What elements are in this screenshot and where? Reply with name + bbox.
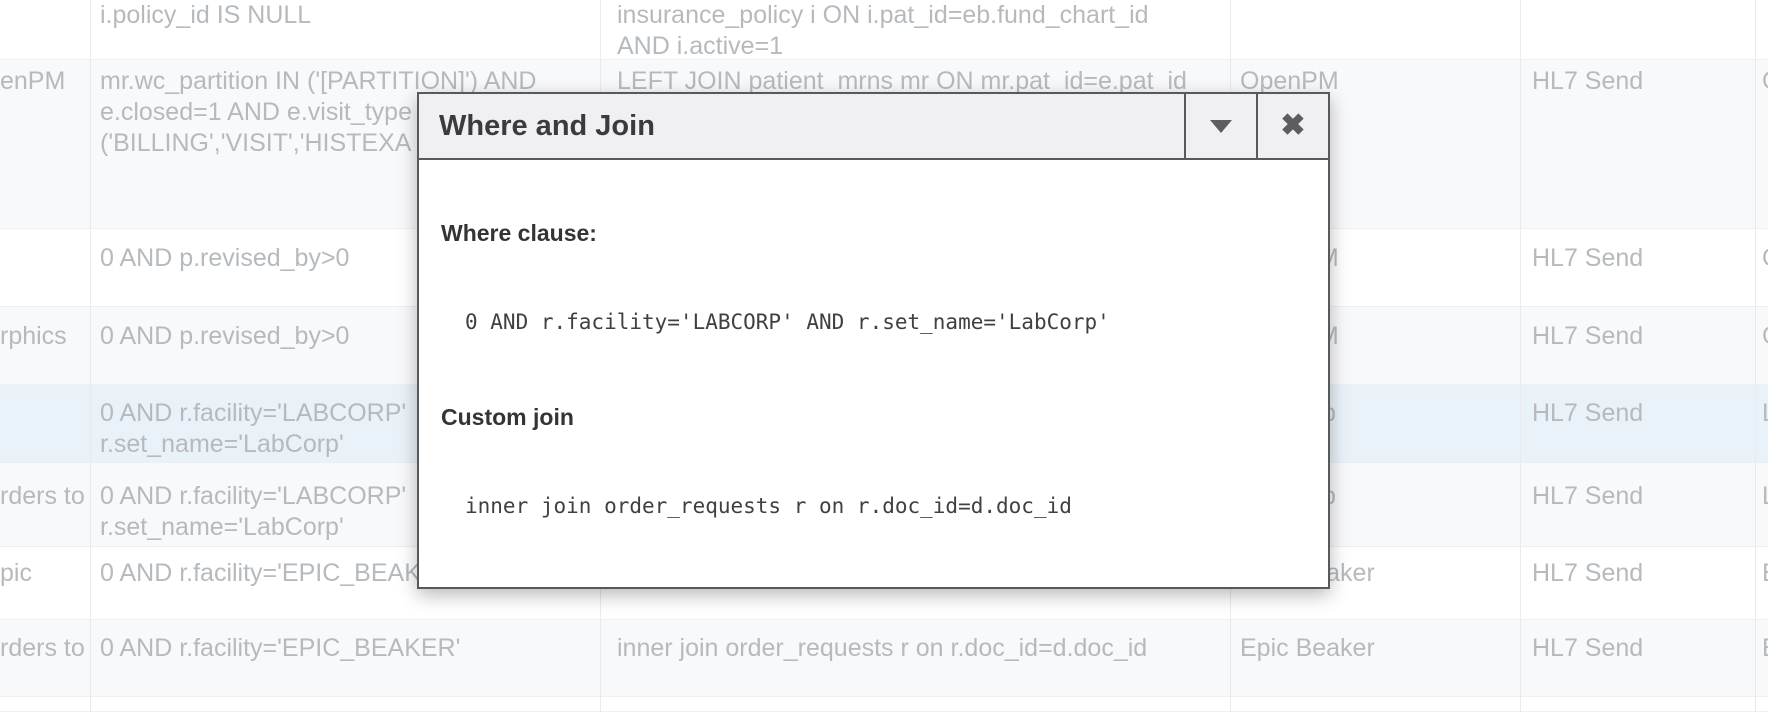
close-icon: ✖: [1280, 109, 1306, 142]
where-cell: 0 AND r.facility='LABCORP' r.set_name='L…: [100, 482, 407, 541]
where-cell: 0 AND p.revised_by>0: [100, 244, 350, 272]
table-row[interactable]: [0, 697, 1768, 712]
join-cell: inner join order_requests r on r.doc_id=…: [617, 634, 1148, 662]
column-divider: [1520, 0, 1521, 712]
vendor-cell: Epic Beaker: [1240, 634, 1375, 662]
edge-cell: E: [1762, 633, 1768, 664]
edge-cell: O: [1762, 321, 1768, 352]
chevron-down-icon: [1210, 119, 1232, 133]
column-divider: [90, 0, 91, 712]
edge-cell: O: [1762, 243, 1768, 274]
custom-join-code: inner join order_requests r on r.doc_id=…: [465, 494, 1072, 518]
join-cell: LEFT JOIN patient_mrns mr ON mr.pat_id=e…: [617, 67, 1187, 95]
row-label-cell: pic: [0, 559, 32, 587]
dialog-title: Where and Join: [439, 109, 655, 142]
edge-cell: E: [1762, 558, 1768, 589]
table-row[interactable]: rders to 0 AND r.facility='EPIC_BEAKER' in…: [0, 620, 1768, 697]
destination-cell: HL7 Send: [1532, 322, 1644, 350]
vendor-cell: OpenPM: [1240, 67, 1339, 95]
row-label-cell: rders to: [0, 634, 85, 662]
destination-cell: HL7 Send: [1532, 482, 1644, 510]
destination-cell: HL7 Send: [1532, 559, 1644, 587]
where-and-join-dialog: Where and Join ✖ Where clause: 0 AND r.f…: [417, 92, 1330, 589]
where-clause-label: Where clause:: [441, 220, 597, 246]
destination-cell: HL7 Send: [1532, 634, 1644, 662]
destination-cell: HL7 Send: [1532, 399, 1644, 427]
destination-cell: HL7 Send: [1532, 244, 1644, 272]
table-row[interactable]: i.policy_id IS NULL insurance_policy i ON…: [0, 0, 1768, 60]
edge-cell: L: [1762, 398, 1768, 429]
where-cell: i.policy_id IS NULL: [100, 1, 312, 29]
where-cell: 0 AND r.facility='EPIC_BEAKER': [100, 634, 461, 662]
collapse-button[interactable]: [1184, 94, 1256, 158]
where-cell: 0 AND r.facility='LABCORP' r.set_name='L…: [100, 399, 407, 458]
close-button[interactable]: ✖: [1256, 94, 1328, 158]
edge-cell: O: [1762, 66, 1768, 97]
custom-join-label: Custom join: [441, 404, 574, 430]
where-cell: 0 AND p.revised_by>0: [100, 322, 350, 350]
where-clause-code: 0 AND r.facility='LABCORP' AND r.set_nam…: [465, 310, 1110, 334]
row-label-cell: rphics: [0, 322, 67, 350]
row-label-cell: rders to: [0, 482, 85, 510]
edge-cell: L: [1762, 481, 1768, 512]
join-cell: insurance_policy i ON i.pat_id=eb.fund_c…: [617, 1, 1149, 60]
where-cell: mr.wc_partition IN ('[PARTITION]') AND e…: [100, 67, 537, 157]
dialog-titlebar[interactable]: Where and Join ✖: [419, 94, 1328, 160]
where-cell: 0 AND r.facility='EPIC_BEAKER': [100, 559, 461, 587]
column-divider: [1755, 0, 1756, 712]
destination-cell: HL7 Send: [1532, 67, 1644, 95]
row-label-cell: enPM: [0, 67, 66, 95]
